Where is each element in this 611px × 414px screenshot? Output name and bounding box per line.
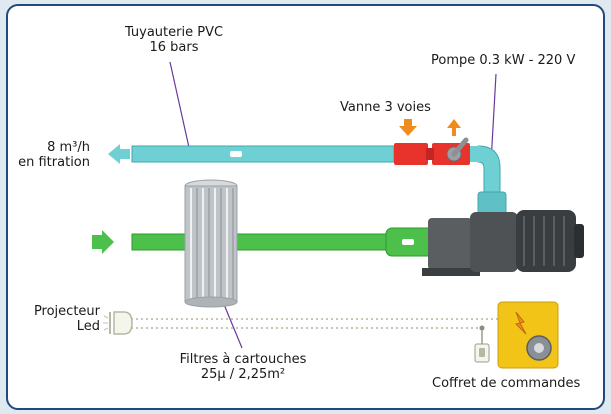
cable-junction: [479, 325, 485, 331]
flow-rate-label: 8 m³/h en fitration: [14, 140, 90, 170]
projector-label-line1: Projecteur: [33, 304, 100, 319]
valve-handle: [451, 137, 469, 157]
led-projector-icon: [103, 311, 133, 335]
suction-flow-marker: [402, 239, 414, 245]
projector-label-line2: Led: [76, 319, 100, 334]
lightning-icon: [515, 311, 527, 335]
pump-prefilter: [428, 218, 472, 270]
arrow-up-icon: [447, 119, 461, 136]
pump-motor: [516, 210, 576, 272]
return-pipe: [131, 145, 395, 163]
valve-junction: [426, 148, 434, 160]
filters-label: Filtres à cartouches 25µ / 2,25m²: [158, 352, 328, 382]
pool-filtration-diagram: [92, 61, 584, 369]
diagram-frame: Tuyauterie PVC 16 bars Pompe 0.3 kW - 22…: [6, 4, 605, 410]
pump-housing: [470, 212, 518, 272]
valve-label: Vanne 3 voies: [340, 100, 431, 115]
flow-rate-caption: en fitration: [18, 155, 90, 170]
arrow-left-icon: [108, 144, 130, 164]
projector-label: Projecteur Led: [14, 304, 100, 334]
switch-icon: [474, 343, 490, 363]
pump-label: Pompe 0.3 kW - 220 V: [431, 53, 576, 68]
arrow-right-icon: [92, 230, 114, 254]
flow-rate-value: 8 m³/h: [47, 140, 90, 155]
pvc-leader-line: [169, 61, 191, 153]
control-box: [497, 301, 559, 369]
filters-label-line1: Filtres à cartouches: [179, 352, 307, 367]
pump-outlet-coupling: [477, 191, 507, 215]
control-box-label: Coffret de commandes: [432, 376, 581, 391]
filter-cartridge: [184, 185, 238, 303]
suction-pipe: [131, 233, 401, 251]
pvc-pipe-label: Tuyauterie PVC 16 bars: [116, 25, 232, 55]
valve-left-body: [394, 143, 428, 165]
filters-label-line2: 25µ / 2,25m²: [200, 367, 286, 382]
pump-base: [422, 268, 480, 276]
valve-outlet-pipe: [470, 146, 480, 162]
pump-motor-cap: [574, 224, 584, 258]
pvc-pipe-label-line1: Tuyauterie PVC: [124, 25, 224, 40]
return-pipe-flow-marker: [230, 151, 242, 157]
pvc-pipe-label-line2: 16 bars: [149, 40, 199, 55]
arrow-down-icon: [399, 119, 417, 136]
filter-bottom-cap: [184, 296, 238, 308]
